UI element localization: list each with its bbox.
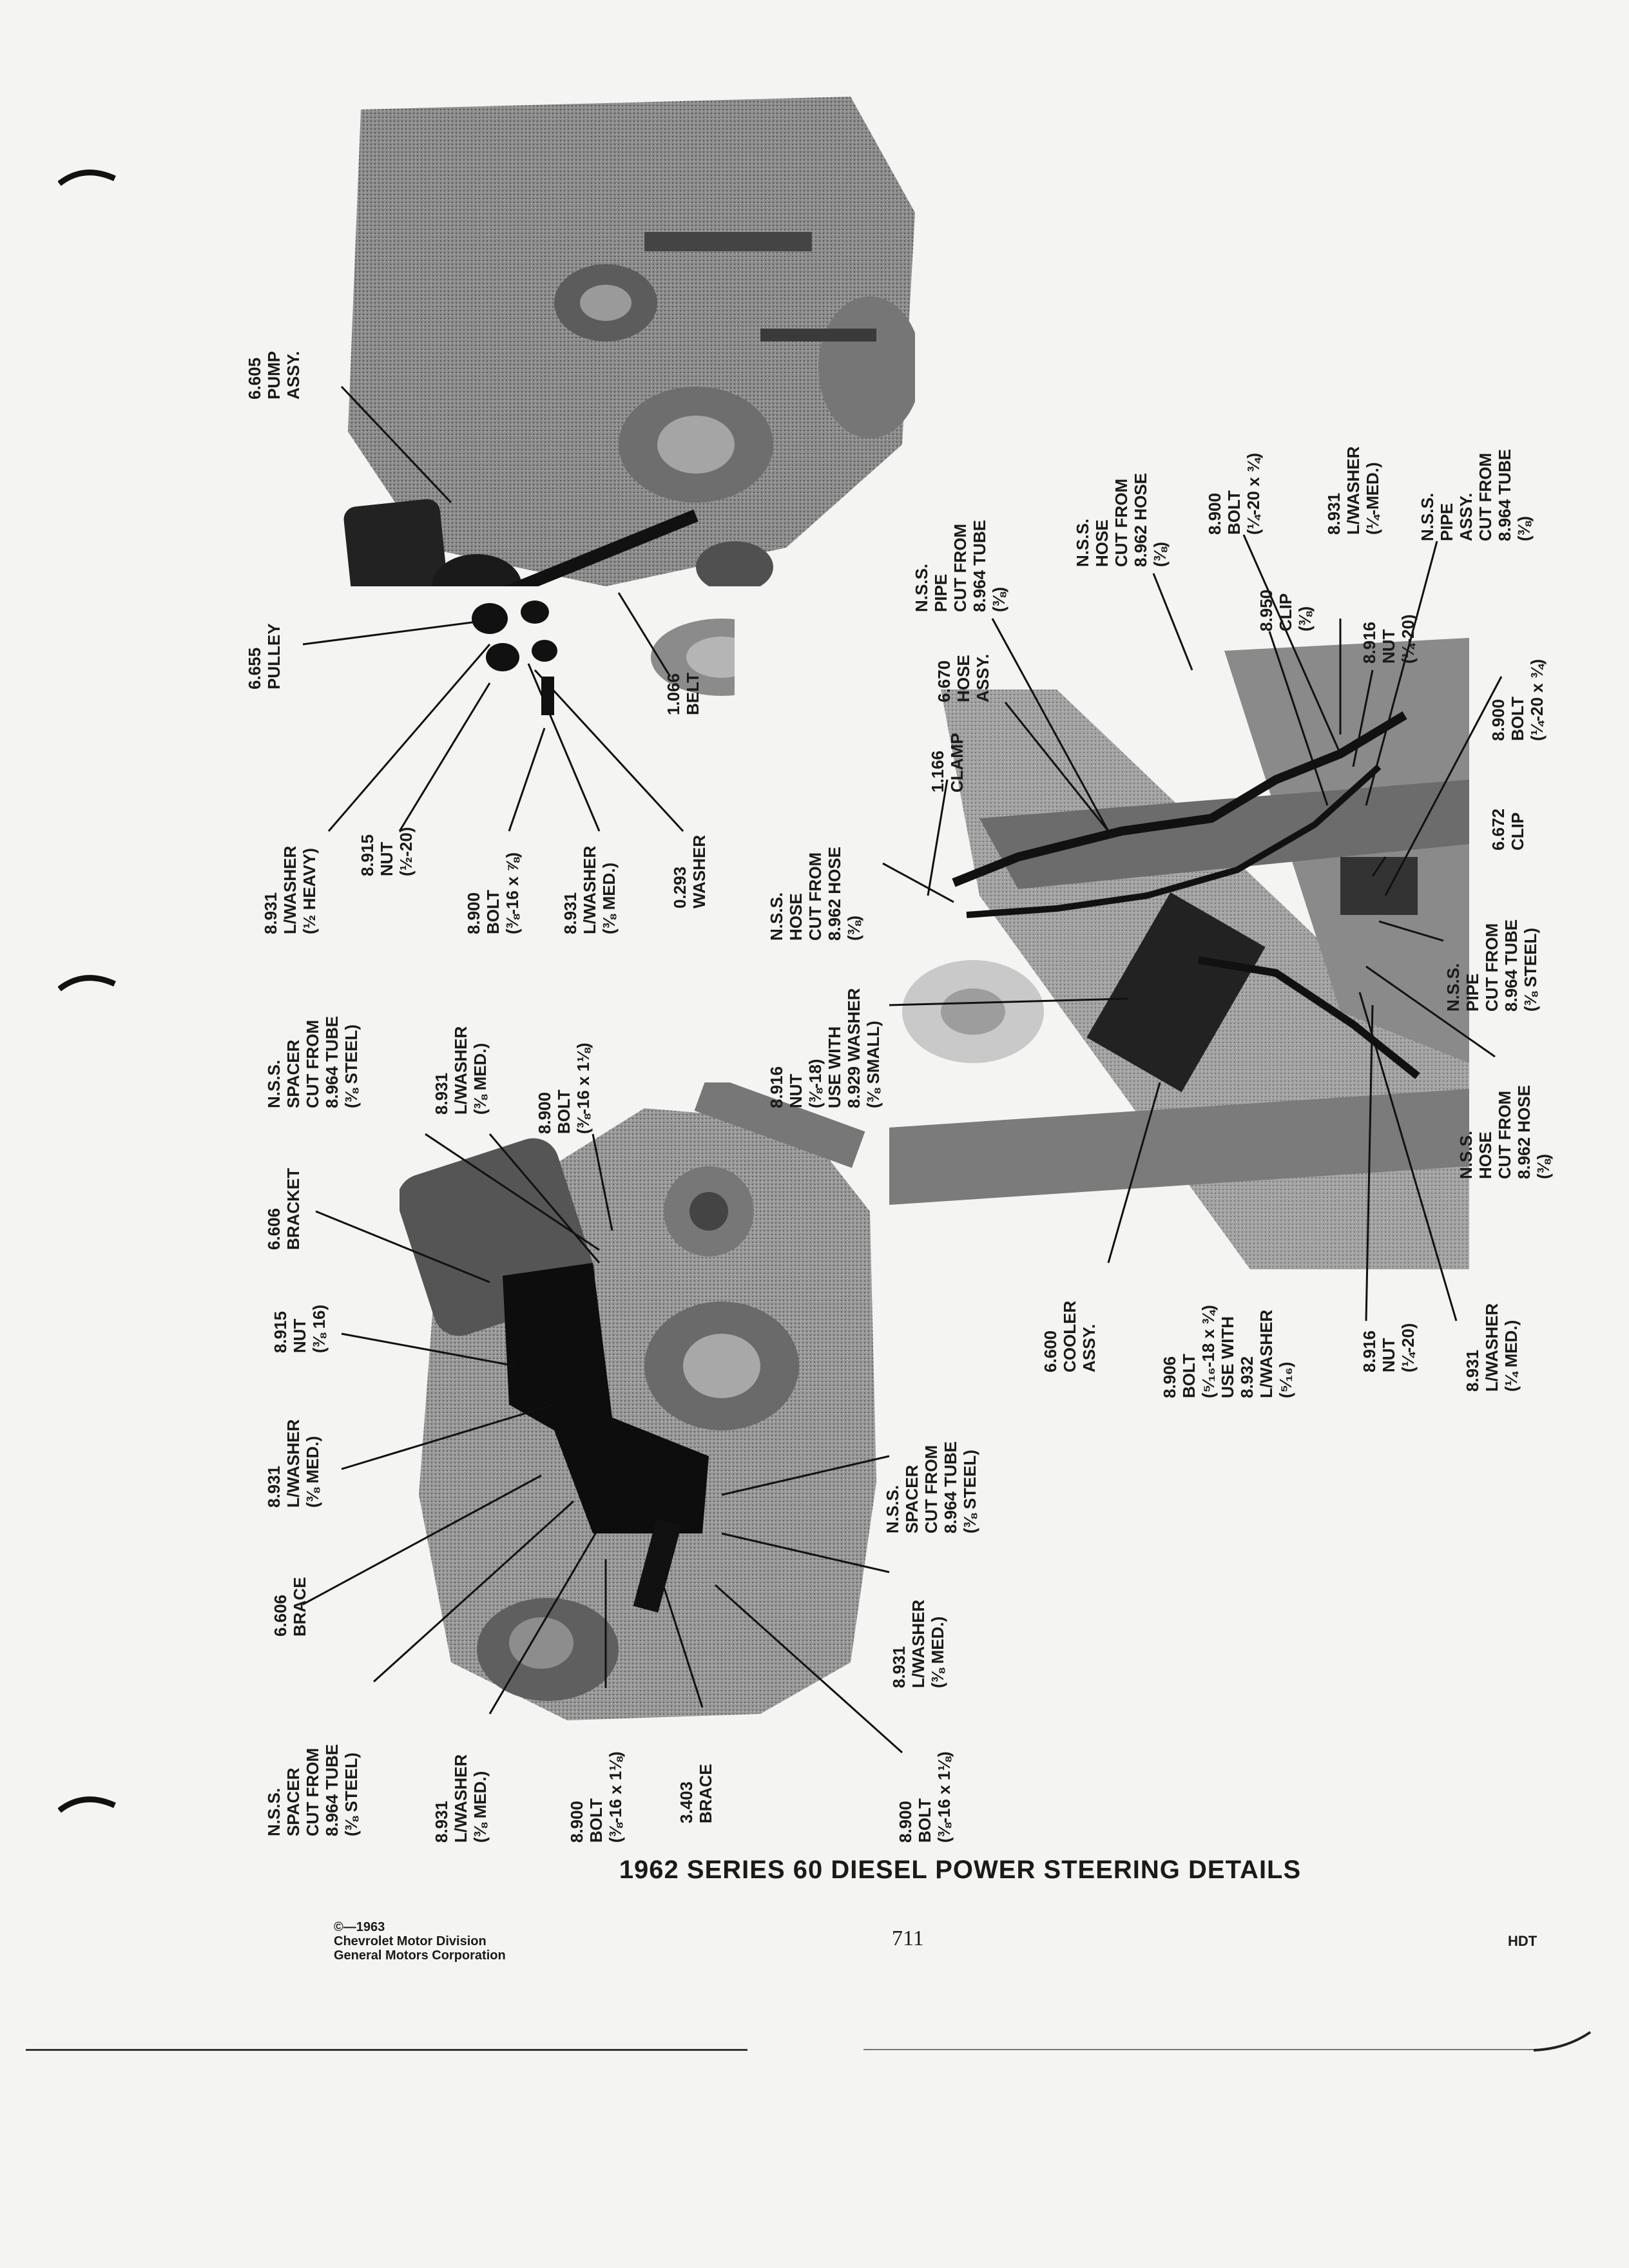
bottom-rule-left xyxy=(26,2049,747,2051)
punch-mark-top xyxy=(58,169,116,186)
copyright-block: ©—1963 Chevrolet Motor Division General … xyxy=(334,1920,506,1963)
bottom-rule-right xyxy=(863,2049,1547,2050)
page-number: 711 xyxy=(892,1927,924,1950)
lower-left-engine-photo xyxy=(400,1082,883,1727)
upper-engine-photo xyxy=(335,97,915,586)
section-code: HDT xyxy=(1508,1933,1537,1949)
punch-mark-middle xyxy=(58,975,116,992)
right-cooler-photo xyxy=(889,612,1469,1269)
punch-mark-bottom xyxy=(58,1796,116,1813)
page-title: 1962 SERIES 60 DIESEL POWER STEERING DET… xyxy=(619,1856,1302,1884)
bottom-rule-end-curve xyxy=(1534,2031,1592,2052)
